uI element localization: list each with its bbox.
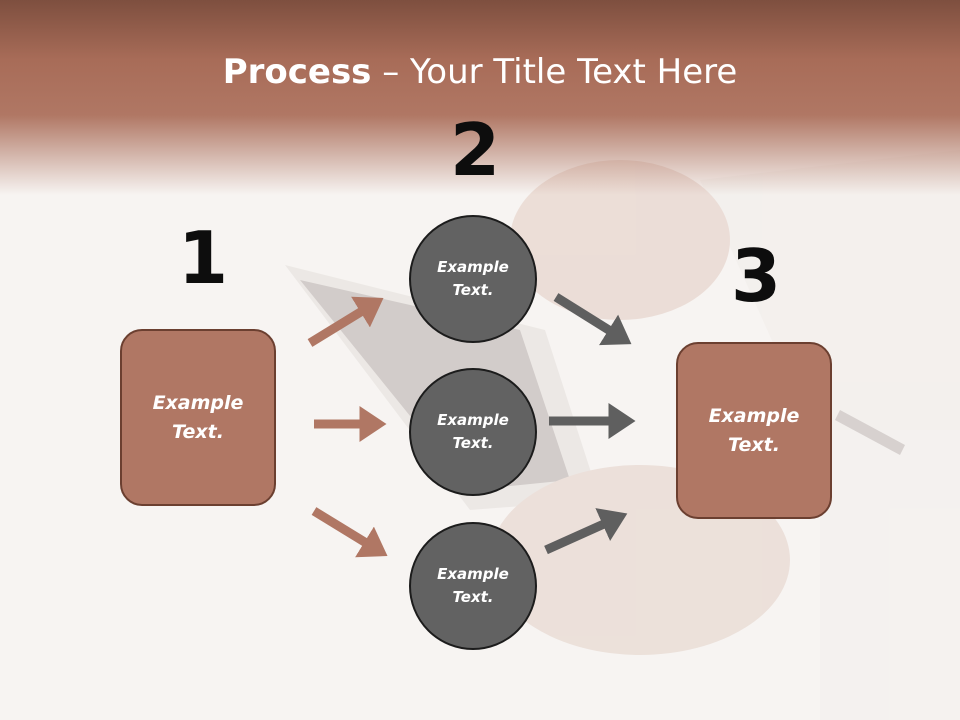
arrow-right-down bbox=[553, 293, 632, 346]
circle-bottom-text: Example Text. bbox=[437, 565, 509, 606]
step-number-1: 1 bbox=[178, 216, 229, 300]
right-process-box[interactable]: Example Text. bbox=[676, 342, 832, 519]
circle-bottom[interactable]: Example Text. bbox=[409, 522, 537, 650]
slide-title: Process – Your Title Text Here bbox=[0, 52, 960, 92]
title-bold: Process bbox=[222, 52, 372, 92]
title-bar bbox=[0, 0, 960, 200]
circle-top-text: Example Text. bbox=[437, 258, 509, 299]
step-number-2: 2 bbox=[450, 108, 501, 192]
circle-middle-text: Example Text. bbox=[437, 411, 509, 452]
right-box-text: Example Text. bbox=[708, 404, 800, 456]
left-process-box[interactable]: Example Text. bbox=[120, 329, 276, 506]
step-number-3: 3 bbox=[731, 234, 782, 318]
left-box-text: Example Text. bbox=[152, 391, 244, 443]
title-rest: – Your Title Text Here bbox=[371, 52, 738, 92]
arrow-right-up bbox=[544, 508, 628, 555]
circle-top[interactable]: Example Text. bbox=[409, 215, 537, 343]
arrow-left-down bbox=[311, 507, 388, 558]
arrow-left-up bbox=[307, 296, 384, 347]
circle-middle[interactable]: Example Text. bbox=[409, 368, 537, 496]
